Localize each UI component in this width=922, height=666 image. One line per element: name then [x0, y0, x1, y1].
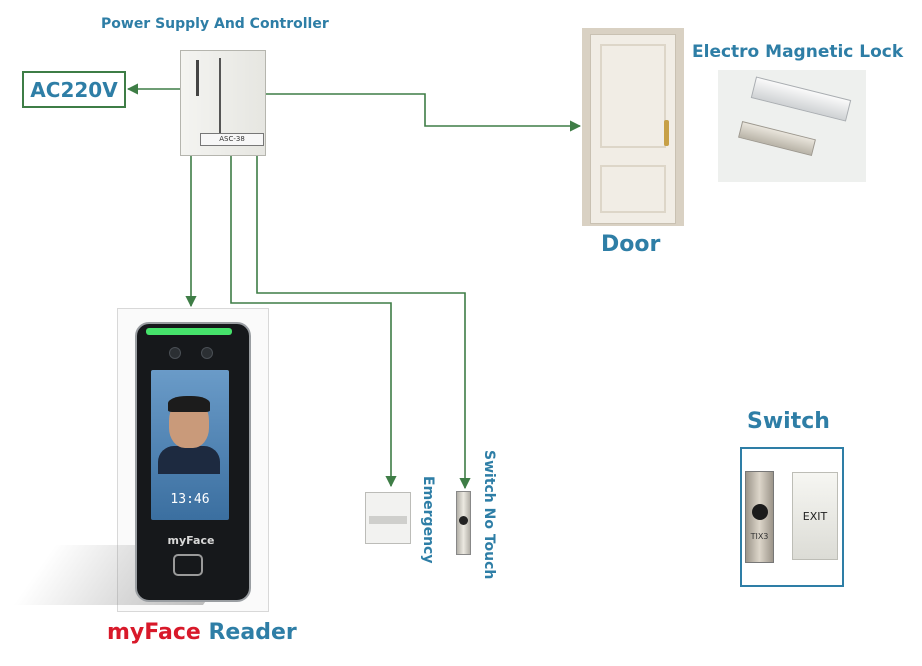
reader-label: myFace Reader — [107, 620, 297, 645]
emergency-slot — [369, 516, 407, 524]
switch-box — [740, 447, 844, 587]
door-label: Door — [601, 232, 661, 257]
person-hair — [168, 396, 210, 412]
wire-to-door — [266, 93, 582, 132]
door-handle — [664, 120, 669, 146]
reader-label-suffix: Reader — [208, 620, 297, 645]
camera-left-icon — [169, 347, 181, 359]
reader-status-light — [146, 328, 232, 335]
reader-label-brand: myFace — [107, 620, 201, 645]
face-scan-icon — [173, 554, 203, 576]
reader-brand: myFace — [167, 534, 215, 547]
controller-terminal — [196, 60, 199, 96]
controller-stripe — [219, 58, 221, 144]
door-panel-top — [600, 44, 666, 148]
exit-button — [792, 472, 838, 560]
door-image — [590, 34, 676, 224]
wire-to-emergency — [230, 156, 397, 488]
lock-label: Electro Magnetic Lock — [692, 42, 904, 62]
emergency-label: Emergency — [420, 476, 436, 564]
ac220v-box: AC220V — [22, 71, 126, 108]
no-touch-sensor-icon — [459, 516, 468, 525]
switch-label: Switch — [747, 409, 830, 434]
door-panel-bottom — [600, 165, 666, 213]
controller-label: Power Supply And Controller — [101, 16, 329, 32]
steel-switch-brand: TIX3 — [750, 532, 769, 541]
exit-button-label: EXIT — [802, 510, 828, 523]
camera-right-icon — [201, 347, 213, 359]
notouch-label: Switch No Touch — [481, 450, 497, 580]
wire-to-notouch — [256, 156, 471, 490]
sensor-icon — [752, 504, 768, 520]
reader-clock: 13:46 — [170, 492, 210, 507]
controller-model-tag: ASC-38 — [200, 133, 264, 146]
person-body — [158, 446, 220, 474]
